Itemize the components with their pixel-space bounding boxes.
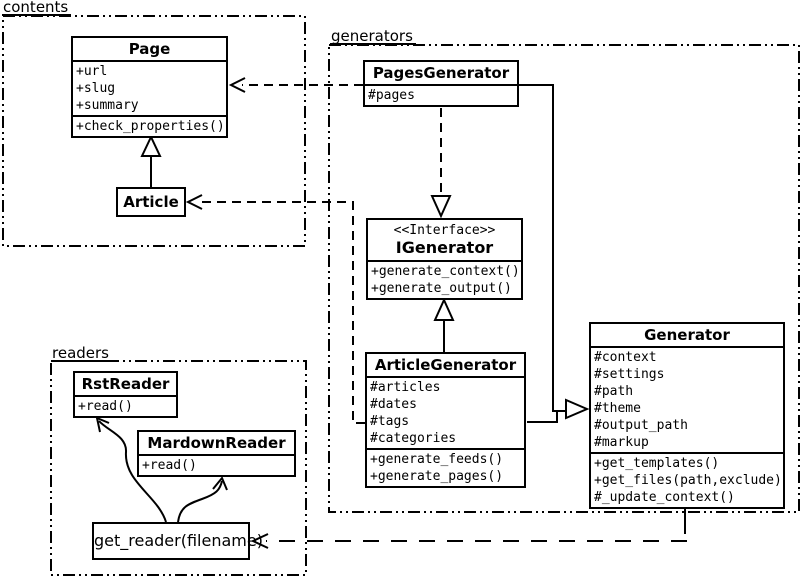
- attributes-section: #pages: [365, 86, 517, 105]
- stereotype-label: <<Interface>>: [393, 223, 496, 238]
- attribute: #pages: [368, 88, 415, 103]
- class-box-pagesgenerator: PagesGenerator #pages: [363, 60, 519, 107]
- class-name-rstreader: RstReader: [75, 373, 176, 397]
- generators-package-border: [328, 44, 800, 513]
- method: +generate_output(): [371, 281, 512, 296]
- attribute: #output_path: [594, 418, 688, 433]
- method: +read(): [78, 399, 133, 414]
- method: +read(): [142, 458, 197, 473]
- dependency-pagesgenerator-to-page: [228, 77, 363, 93]
- arrow-getreader-to-mardownreader: [177, 476, 228, 523]
- methods-section: +generate_feeds() +generate_pages(): [367, 450, 524, 486]
- contents-package-border: [2, 15, 306, 247]
- method: #_update_context(): [594, 490, 735, 505]
- methods-section: +get_templates() +get_files(path,exclude…: [591, 454, 783, 507]
- method: +generate_feeds(): [370, 452, 504, 467]
- attributes-section: #articles #dates #tags #categories: [367, 378, 524, 450]
- attribute: #context: [594, 350, 657, 365]
- class-box-rstreader: RstReader +read(): [73, 371, 178, 418]
- methods-section: +read(): [139, 456, 294, 475]
- class-name-articlegenerator: ArticleGenerator: [367, 354, 524, 378]
- contents-package-label: contents: [2, 0, 72, 16]
- class-name-igenerator: IGenerator: [395, 238, 494, 257]
- arrow-getreader-to-rstreader: [95, 416, 167, 523]
- class-box-page: Page +url +slug +summary +check_properti…: [71, 36, 228, 138]
- realization-pagesgenerator-to-igenerator: [430, 108, 452, 219]
- method: +get_templates(): [594, 456, 720, 471]
- attribute: #articles: [370, 380, 441, 395]
- readers-package-label: readers: [51, 346, 112, 362]
- readers-package-border: [50, 360, 307, 576]
- attributes-section: +url +slug +summary: [73, 62, 226, 117]
- attribute: +summary: [76, 98, 139, 113]
- inheritance-generators-to-generator: [519, 84, 590, 423]
- method: +generate_pages(): [370, 469, 504, 484]
- generators-package-label: generators: [330, 29, 416, 45]
- inheritance-articlegenerator-to-igenerator: [433, 297, 455, 352]
- class-box-articlegenerator: ArticleGenerator #articles #dates #tags …: [365, 352, 526, 488]
- method: +check_properties(): [76, 119, 225, 134]
- inheritance-article-to-page: [140, 134, 162, 187]
- attribute: #settings: [594, 367, 665, 382]
- class-name-pagesgenerator: PagesGenerator: [365, 62, 517, 86]
- class-name-page: Page: [73, 38, 226, 62]
- attribute: #markup: [594, 435, 649, 450]
- methods-section: +check_properties(): [73, 117, 226, 136]
- attribute: #path: [594, 384, 634, 399]
- method: +get_files(path,exclude): [594, 473, 782, 488]
- class-box-article: Article: [116, 187, 186, 217]
- attributes-section: #context #settings #path #theme #output_…: [591, 348, 783, 454]
- attribute: #theme: [594, 401, 641, 416]
- function-box-get-reader: get_reader(filename): [92, 522, 263, 560]
- methods-section: +generate_context() +generate_output(): [368, 262, 521, 298]
- class-name-mardownreader: MardownReader: [139, 432, 294, 456]
- class-title-block: <<Interface>> IGenerator: [368, 220, 521, 262]
- method: +generate_context(): [371, 264, 520, 279]
- attribute: +slug: [76, 81, 116, 96]
- attribute: +url: [76, 64, 108, 79]
- methods-section: +read(): [75, 397, 176, 416]
- dependency-articlegenerator-to-article: [185, 194, 365, 424]
- class-name-generator: Generator: [591, 324, 783, 348]
- class-box-igenerator: <<Interface>> IGenerator +generate_conte…: [366, 218, 523, 300]
- attribute: #tags: [370, 414, 410, 429]
- attribute: #dates: [370, 397, 417, 412]
- attribute: #categories: [370, 431, 457, 446]
- class-box-generator: Generator #context #settings #path #them…: [589, 322, 785, 509]
- class-box-mardownreader: MardownReader +read(): [137, 430, 296, 477]
